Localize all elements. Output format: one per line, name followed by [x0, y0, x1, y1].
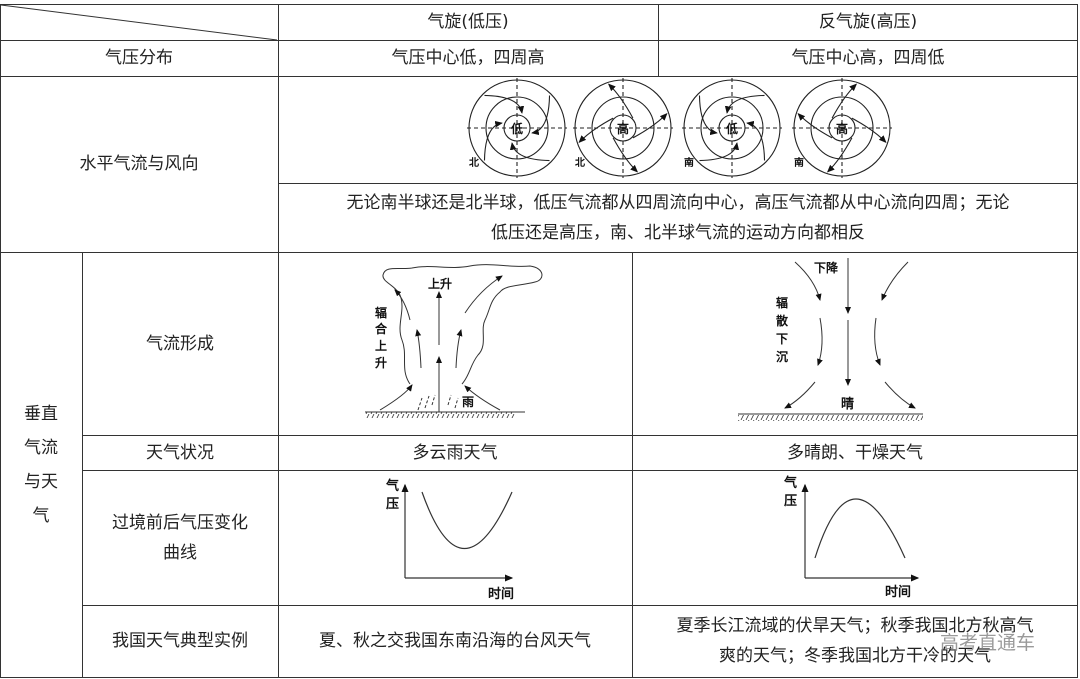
- y-axis-label: 压: [386, 497, 399, 512]
- airflow-diagram-3: [682, 78, 782, 178]
- vertical-group-label: 垂直 气流 与天 气: [0, 252, 82, 678]
- anticyclone-pressure-curve: [801, 483, 920, 582]
- curve-label: 过境前后气压变化 曲线: [82, 470, 278, 605]
- label-side: 上: [375, 338, 387, 353]
- row-divider: [82, 435, 1078, 436]
- row-divider: [0, 76, 1078, 77]
- vertical-group-label-line: 垂直: [24, 404, 58, 424]
- table-border-bottom: [0, 677, 1078, 678]
- horizontal-label: 水平气流与风向: [79, 154, 199, 174]
- row-divider: [278, 183, 1078, 184]
- label-side: 合: [375, 321, 388, 336]
- examples-label: 我国天气典型实例: [112, 631, 248, 651]
- weather-label: 天气状况: [146, 442, 214, 463]
- examples-anticyclone: 夏季长江流域的伏旱天气；秋季我国北方秋高气 爽的天气；冬季我国北方干冷的天气: [632, 605, 1078, 677]
- weather-anticyclone: 多晴朗、干燥天气: [787, 442, 923, 463]
- label-side: 散: [776, 313, 789, 328]
- curve-label-line1: 过境前后气压变化: [112, 512, 248, 533]
- col-divider: [278, 4, 279, 678]
- pressure-label: 气压分布: [105, 48, 173, 68]
- pressure-cyclone: 气压中心低，四周高: [391, 48, 545, 68]
- x-axis-label: 时间: [488, 586, 514, 602]
- label-side: 辐: [776, 295, 788, 310]
- vertical-group-label-line: 与天: [24, 472, 58, 492]
- curve-label-line2: 曲线: [163, 542, 197, 563]
- y-axis-label: 气: [386, 478, 399, 494]
- label-side: 沉: [776, 349, 788, 364]
- formation-label: 气流形成: [146, 333, 214, 354]
- label-up: 上升: [428, 276, 452, 291]
- table-border-top: [0, 4, 1078, 5]
- y-axis-label: 压: [784, 494, 797, 509]
- label-side: 辐: [375, 305, 387, 320]
- vertical-group-label-line: 气流: [24, 438, 58, 458]
- horizontal-note: 无论南半球还是北半球，低压气流都从四周流向中心，高压气流都从中心流向四周；无论 …: [278, 184, 1078, 252]
- table-border-right: [1077, 4, 1078, 678]
- vertical-group-label-line: 气: [32, 506, 50, 526]
- hemisphere-label: 北: [469, 156, 479, 169]
- hemisphere-label: 南: [794, 156, 804, 169]
- airflow-diagram-4: [792, 78, 892, 178]
- hemisphere-label: 南: [684, 156, 694, 169]
- row-divider: [0, 252, 1078, 253]
- center-label: 高: [836, 121, 848, 136]
- airflow-diagram-2: [573, 78, 673, 178]
- horizontal-note-line2: 低压还是高压，南、北半球气流的运动方向都相反: [491, 223, 865, 243]
- label-side: 升: [375, 355, 387, 370]
- label-sunny: 晴: [841, 396, 854, 412]
- examples-anticyclone-line1: 夏季长江流域的伏旱天气；秋季我国北方秋高气: [676, 616, 1034, 636]
- label-rain: 雨: [462, 395, 474, 409]
- header-anticyclone: 反气旋(高压): [818, 12, 918, 32]
- examples-anticyclone-line2: 爽的天气；冬季我国北方干冷的天气: [719, 646, 991, 666]
- examples-cyclone: 夏、秋之交我国东南沿海的台风天气: [319, 631, 591, 651]
- anticyclone-downdraft-diagram: [738, 258, 923, 421]
- hemisphere-label: 北: [575, 156, 585, 169]
- weather-cyclone: 多云雨天气: [412, 442, 498, 463]
- col-divider: [632, 252, 633, 678]
- y-axis-label: 气: [784, 475, 797, 491]
- col-divider: [658, 4, 659, 76]
- row-divider: [82, 605, 1078, 606]
- pressure-anticyclone: 气压中心高，四周低: [791, 48, 945, 68]
- center-label: 低: [725, 121, 738, 136]
- label-down: 下降: [814, 260, 839, 275]
- table-border-left: [0, 4, 1, 678]
- row-divider: [0, 40, 1078, 41]
- horizontal-note-line1: 无论南半球还是北半球，低压气流都从四周流向中心，高压气流都从中心流向四周；无论: [346, 193, 1010, 213]
- center-label: 低: [510, 121, 523, 136]
- cyclone-pressure-curve: [401, 483, 514, 582]
- x-axis-label: 时间: [885, 584, 911, 600]
- airflow-diagram-1: [467, 78, 567, 178]
- col-divider: [82, 252, 83, 678]
- header-cyclone: 气旋(低压): [427, 12, 509, 32]
- cyclone-updraft-diagram: [365, 264, 543, 418]
- watermark: 高考直通车: [940, 632, 1036, 654]
- label-side: 下: [776, 332, 788, 346]
- row-divider: [82, 470, 1078, 471]
- center-label: 高: [617, 121, 629, 136]
